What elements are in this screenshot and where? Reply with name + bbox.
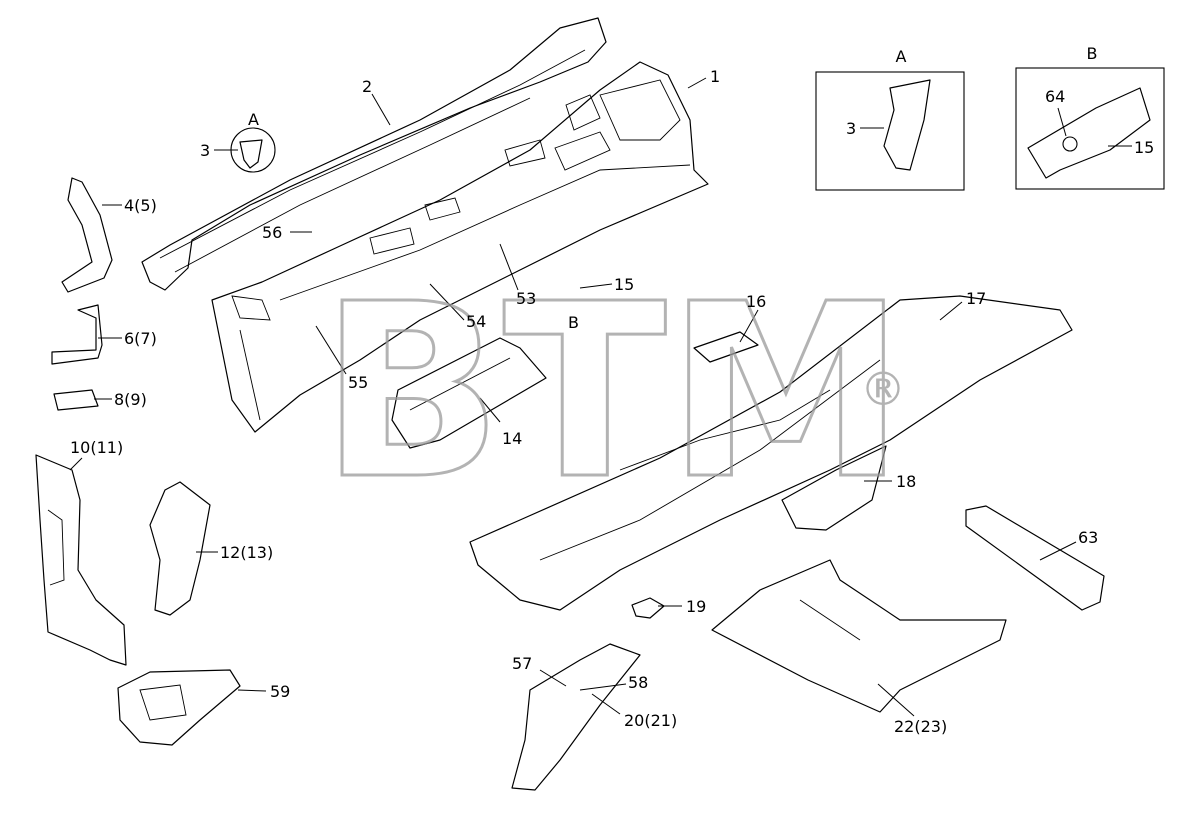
callout-16: 16 xyxy=(746,292,766,311)
part-63-rail xyxy=(965,505,1105,611)
callout-6-7: 6(7) xyxy=(124,329,157,348)
part-14-crossmember xyxy=(391,337,547,449)
part-1-dash-panel xyxy=(211,61,709,433)
callout-20-21: 20(21) xyxy=(624,711,677,730)
callout-2: 2 xyxy=(362,77,372,96)
callout-12-13: 12(13) xyxy=(220,543,273,562)
callout-19: 19 xyxy=(686,597,706,616)
part-20-21-pillar xyxy=(511,643,641,791)
part-22-23-rear-floor xyxy=(711,559,1007,713)
part-3-bracket xyxy=(230,127,276,173)
inset-a-callout-3: 3 xyxy=(846,119,856,138)
part-2-cowl-top xyxy=(141,17,607,291)
part-4-5-panel xyxy=(61,177,113,293)
inset-a: A 3 xyxy=(815,47,965,191)
callout-10-11: 10(11) xyxy=(70,438,123,457)
part-18-bracket xyxy=(781,445,887,531)
callout-58: 58 xyxy=(628,673,648,692)
callout-a: A xyxy=(248,110,259,129)
inset-b-callout-15: 15 xyxy=(1134,138,1154,157)
callout-3: 3 xyxy=(200,141,210,160)
callout-18: 18 xyxy=(896,472,916,491)
callout-56: 56 xyxy=(262,223,282,242)
callout-63: 63 xyxy=(1078,528,1098,547)
callout-55: 55 xyxy=(348,373,368,392)
callout-1: 1 xyxy=(710,67,720,86)
inset-b: B 64 15 xyxy=(1015,44,1165,190)
part-12-13-bracket xyxy=(149,481,211,616)
inset-b-callout-64: 64 xyxy=(1045,87,1065,106)
registered-mark: ® xyxy=(860,362,906,416)
watermark-text: BTM xyxy=(320,252,905,532)
callout-15: 15 xyxy=(614,275,634,294)
part-8-9-clip xyxy=(53,389,99,411)
callout-17: 17 xyxy=(966,289,986,308)
callout-b: B xyxy=(568,313,579,332)
part-10-11-pillar xyxy=(35,454,127,666)
callout-8-9: 8(9) xyxy=(114,390,147,409)
part-19-patch xyxy=(631,597,665,619)
part-17-floor-pan xyxy=(469,295,1073,611)
callout-22-23: 22(23) xyxy=(894,717,947,736)
part-16-cover xyxy=(693,331,759,363)
callout-4-5: 4(5) xyxy=(124,196,157,215)
callout-54: 54 xyxy=(466,312,486,331)
callout-59: 59 xyxy=(270,682,290,701)
callout-labels: 1 2 A 3 4(5) 56 6(7) 8(9) 10(11) 12(13) … xyxy=(70,67,1098,736)
callout-53: 53 xyxy=(516,289,536,308)
watermark: BTM ® xyxy=(319,251,907,534)
leader-lines xyxy=(69,77,1077,717)
part-6-7-bracket xyxy=(51,304,103,365)
inset-b-label: B xyxy=(1087,44,1098,63)
callout-57: 57 xyxy=(512,654,532,673)
inset-a-label: A xyxy=(896,47,907,66)
callout-14: 14 xyxy=(502,429,522,448)
part-59-plate xyxy=(117,669,241,746)
